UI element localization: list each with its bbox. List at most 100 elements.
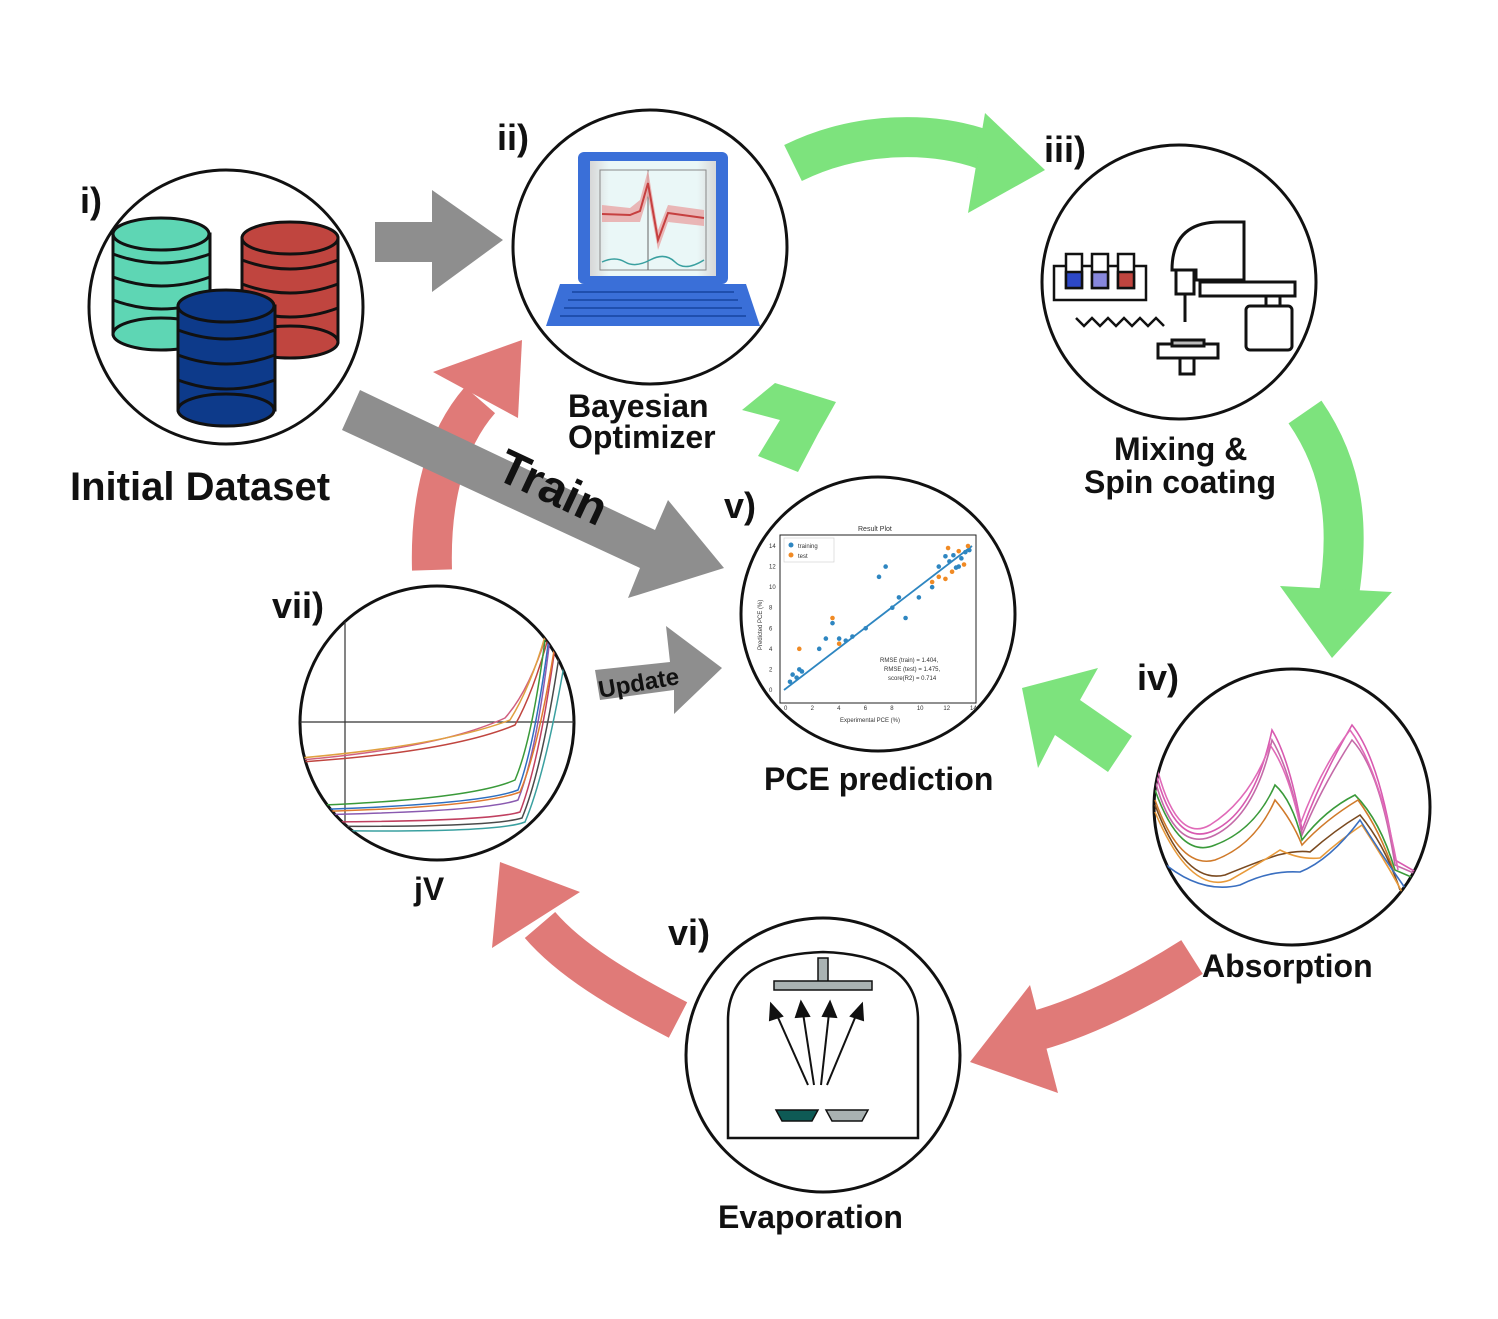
test-point [836, 641, 842, 647]
test-point [943, 576, 948, 582]
test-point [956, 548, 962, 554]
y-tick-label: 4 [769, 647, 773, 653]
green-arrow-mixing-to-absorption [1288, 400, 1364, 604]
step-number: iii) [1044, 129, 1086, 170]
y-tick-label: 8 [769, 606, 773, 612]
x-tick-label: 0 [784, 706, 788, 712]
step-label: Absorption [1202, 948, 1373, 984]
x-tick-label: 6 [864, 706, 868, 712]
training-point [967, 547, 972, 553]
y-tick-label: 0 [769, 688, 773, 694]
training-point [863, 625, 869, 631]
training-point [953, 565, 959, 570]
arrow-layer [342, 113, 1392, 1093]
green-arrow-absorption-to-pce [1022, 668, 1132, 772]
stat-r2: score(R2) = 0.714 [888, 676, 937, 682]
x-tick-label: 8 [890, 706, 894, 712]
red-arrow-absorption-to-evaporation [1022, 940, 1203, 1053]
jv-curves [300, 586, 574, 860]
green-arrow-pce-to-optimizer [742, 383, 836, 472]
x-tick-label: 4 [837, 706, 841, 712]
test-point [961, 562, 967, 567]
navy-database-icon [176, 288, 277, 428]
test-point [945, 545, 951, 551]
evaporation-boat-light-icon [824, 1109, 870, 1122]
test-point [796, 646, 802, 652]
test-point [949, 569, 955, 575]
step-label: PCE prediction [764, 761, 993, 797]
x-tick-label: 12 [943, 706, 950, 712]
training-point [963, 549, 968, 555]
training-point [790, 672, 795, 677]
substrate-holder-icon [773, 957, 873, 991]
y-tick-label: 14 [769, 544, 776, 550]
step-label-line2: Optimizer [568, 419, 716, 455]
training-point [794, 675, 799, 680]
plot-stats: RMSE (train) = 1.404, RMSE (test) = 1.47… [880, 658, 941, 682]
stat-rmse-test: RMSE (test) = 1.475, [884, 667, 941, 673]
evaporation-boat-dark-icon [774, 1109, 820, 1122]
y-tick-label: 2 [769, 667, 773, 673]
training-point [823, 636, 829, 641]
step-absorption: iv) Absorption [1137, 657, 1432, 984]
vacuum-chamber-icon [726, 950, 920, 1140]
step-number: i) [80, 180, 102, 221]
legend-test: test [798, 554, 808, 560]
training-point [830, 620, 835, 626]
plot-title: Result Plot [858, 526, 892, 533]
step-number: vi) [668, 912, 710, 953]
plot-legend: training test [783, 537, 835, 563]
y-tick-label: 12 [769, 565, 776, 571]
gray-arrow-dataset-to-optimizer [375, 190, 503, 292]
y-tick-label: 10 [769, 585, 776, 591]
step-number: vii) [272, 585, 324, 626]
step-evaporation: vi) Evaporation [668, 912, 962, 1235]
step-label: Initial Dataset [70, 465, 330, 509]
training-point [850, 634, 855, 639]
plot-xlabel: Experimental PCE (%) [840, 718, 900, 724]
training-point [903, 615, 908, 621]
step-number: iv) [1137, 657, 1179, 698]
test-point [830, 615, 835, 621]
absorption-spectra [1154, 723, 1430, 896]
training-point [816, 646, 822, 652]
step-label: Evaporation [718, 1199, 903, 1235]
step-mixing-spin-coating: iii) Mixing & Spin coating [1040, 129, 1318, 500]
step-label: jV [413, 871, 445, 907]
well-plate-icon [1075, 316, 1165, 328]
training-point [929, 584, 935, 590]
step-number: v) [724, 485, 756, 526]
pipette-robot-icon [1170, 220, 1297, 352]
gray-arrow-train [342, 390, 724, 598]
red-arrowhead-jv-to-optimizer [433, 340, 522, 418]
training-point [883, 564, 888, 569]
step-jv: vii) jV [272, 584, 576, 907]
step-bayesian-optimizer: ii) Bayesian Optimizer [497, 108, 789, 455]
x-tick-label: 2 [811, 706, 815, 712]
jv-circle [298, 584, 576, 862]
evaporation-circle [684, 916, 962, 1194]
x-tick-label: 10 [917, 706, 924, 712]
test-point [929, 579, 935, 585]
training-point [951, 552, 956, 558]
red-arrowhead-absorption-to-evaporation [970, 985, 1058, 1093]
test-point [936, 574, 942, 580]
training-point [916, 595, 922, 600]
stat-rmse-train: RMSE (train) = 1.404, [880, 658, 939, 664]
step-label-line1: Bayesian [568, 388, 709, 424]
y-tick-label: 6 [769, 626, 773, 632]
gray-arrow-update [595, 626, 722, 714]
training-point [843, 638, 849, 643]
laptop-icon [546, 152, 760, 326]
green-arrow-optimizer-to-mixing [784, 117, 992, 182]
step-label-line2: Spin coating [1084, 464, 1276, 500]
green-arrowhead-mixing-to-absorption [1280, 586, 1392, 658]
test-point [965, 543, 971, 549]
training-point [943, 553, 948, 559]
legend-training: training [798, 544, 818, 550]
step-number: ii) [497, 117, 529, 158]
training-point [787, 679, 793, 685]
